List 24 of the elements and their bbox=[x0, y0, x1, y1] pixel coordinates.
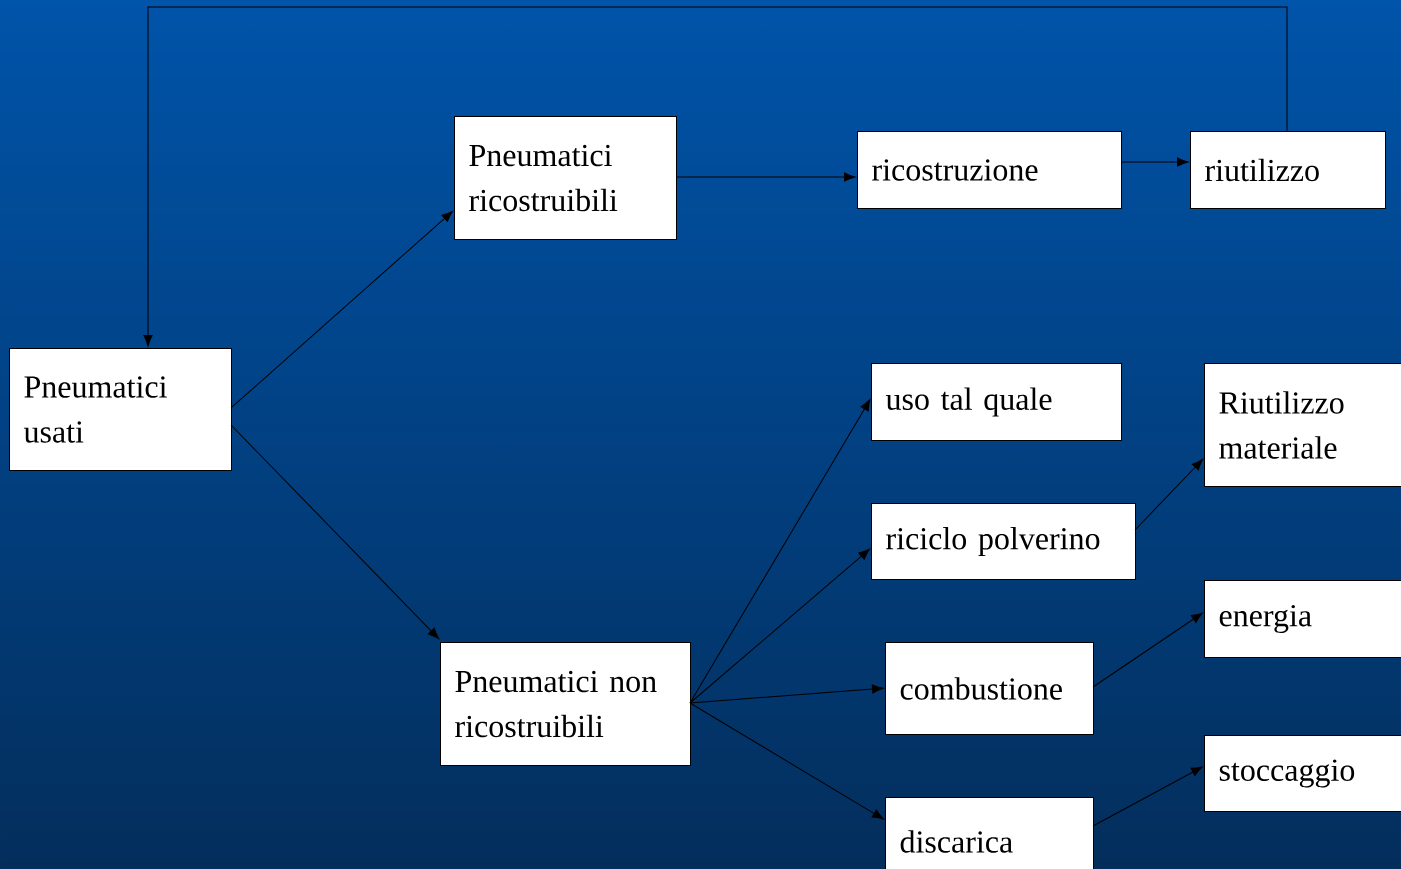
process-box: riutilizzo bbox=[1190, 131, 1386, 209]
arrow bbox=[675, 172, 856, 182]
arrow bbox=[689, 399, 871, 704]
process-box: Pneumatici non ricostruibili bbox=[440, 642, 691, 766]
arrow bbox=[230, 424, 440, 640]
arrow bbox=[230, 210, 453, 409]
process-box: Riutilizzo materiale bbox=[1204, 363, 1401, 487]
arrow bbox=[689, 548, 870, 704]
process-box: stoccaggio bbox=[1204, 735, 1401, 812]
process-box: combustione bbox=[885, 642, 1094, 735]
arrow bbox=[1092, 766, 1203, 827]
process-box: ricostruzione bbox=[857, 131, 1122, 209]
process-box: Pneumatici usati bbox=[9, 348, 232, 471]
arrow bbox=[1134, 458, 1204, 531]
process-box: uso tal quale bbox=[871, 363, 1122, 441]
arrow bbox=[143, 6, 1288, 347]
arrow bbox=[1120, 157, 1189, 167]
arrow bbox=[1092, 612, 1203, 688]
process-box: energia bbox=[1204, 580, 1401, 658]
process-box: riciclo polverino bbox=[871, 503, 1136, 580]
arrow bbox=[689, 684, 884, 704]
arrow bbox=[689, 702, 884, 820]
process-box: discarica bbox=[885, 797, 1094, 869]
process-box: Pneumatici ricostruibili bbox=[454, 116, 677, 240]
